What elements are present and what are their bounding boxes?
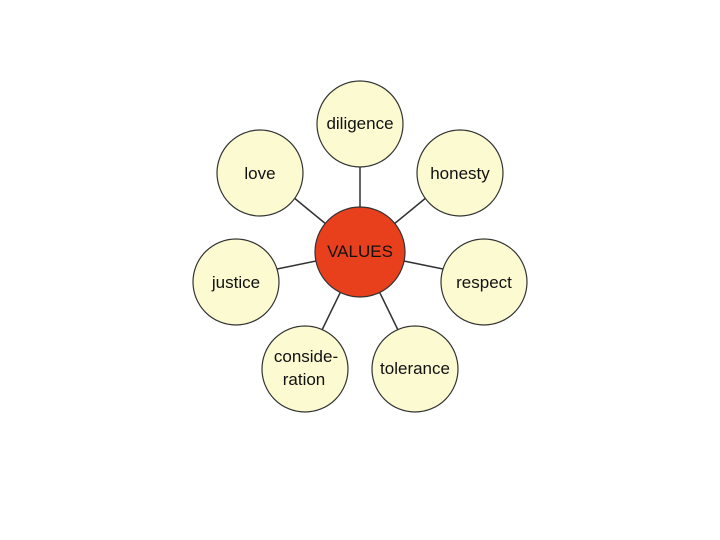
- center-label: VALUES: [327, 242, 393, 261]
- petal-love: [216, 129, 304, 217]
- petal-label-honesty: honesty: [430, 164, 490, 183]
- petals: [192, 80, 528, 413]
- petal-label-diligence: diligence: [326, 114, 393, 133]
- petal-consideration: [261, 325, 349, 413]
- petal-respect: [440, 238, 528, 326]
- petal-justice: [192, 238, 280, 326]
- petal-label-consideration-line2: ration: [283, 370, 326, 389]
- petal-label-tolerance: tolerance: [380, 359, 450, 378]
- petal-label-justice: justice: [211, 273, 260, 292]
- center-circle: [314, 206, 406, 298]
- petal-diligence: [316, 80, 404, 168]
- petal-label-love: love: [244, 164, 275, 183]
- petal-tolerance: [371, 325, 459, 413]
- petal-honesty: [416, 129, 504, 217]
- petal-label-consideration-line1: conside-: [274, 347, 338, 366]
- petal-label-respect: respect: [456, 273, 512, 292]
